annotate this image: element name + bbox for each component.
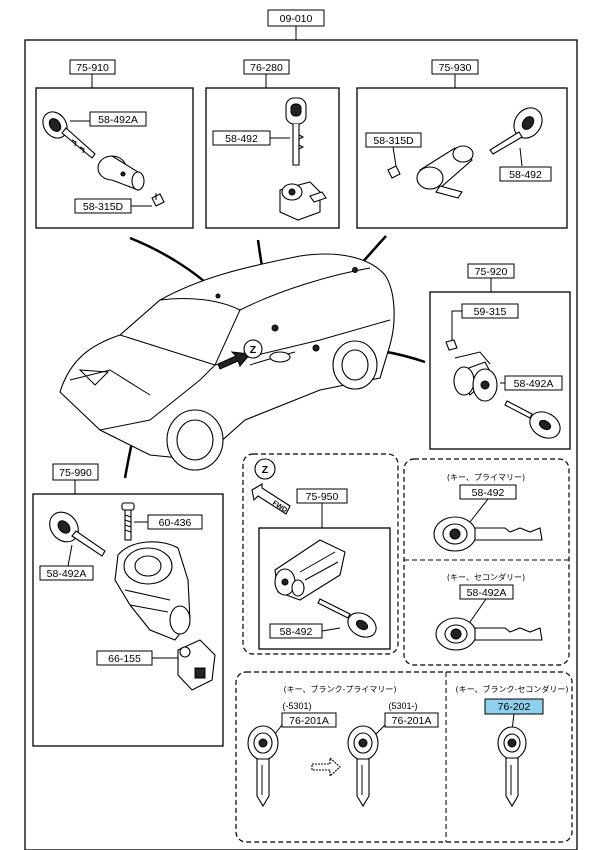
- label-text: 75-990: [59, 467, 92, 479]
- fuel-lock-icon: [279, 181, 327, 221]
- door-cylinder-icon: [453, 351, 498, 402]
- label-58-492[interactable]: 58-492: [269, 623, 323, 639]
- group-glove-box: Z FWD 75-950 58-492: [242, 453, 399, 655]
- label-76-201A-before[interactable]: 76-201A: [281, 712, 337, 728]
- label-75-990[interactable]: 75-990: [52, 463, 99, 481]
- label-76-202[interactable]: 76-202: [484, 698, 544, 715]
- label-text: 59-315: [474, 306, 507, 318]
- steering-lock-body-icon: [114, 541, 191, 641]
- group-door-lock: 75-920 59-315 58-492A: [429, 263, 571, 450]
- label-text: 58-492: [280, 626, 313, 638]
- after-note: (5301-): [388, 701, 417, 711]
- key-icon: [489, 107, 543, 155]
- fwd-text: FWD: [271, 500, 288, 515]
- label-76-280[interactable]: 76-280: [243, 59, 290, 75]
- label-76-201A-after[interactable]: 76-201A: [384, 712, 439, 728]
- label-text: 75-920: [475, 266, 508, 278]
- label-text: 58-492: [225, 133, 258, 145]
- label-text: 60-436: [159, 517, 192, 529]
- label-58-492A[interactable]: 58-492A: [459, 584, 514, 600]
- key-icon: [49, 511, 106, 557]
- label-text: 66-155: [108, 653, 141, 665]
- fwd-arrow-icon: FWD: [251, 483, 291, 515]
- label-text: 76-280: [250, 62, 283, 74]
- main-part-number: 09-010: [280, 13, 313, 25]
- group-trunk: 75-930 58-315D 58-492: [356, 59, 568, 229]
- blank-key-secondary-icon: [497, 726, 527, 808]
- group-blank-keys: (キー、ブランク-プライマリー) (-5301) (5301-) 76-201A…: [235, 671, 573, 843]
- label-text: 75-910: [76, 62, 109, 74]
- label-60-436[interactable]: 60-436: [147, 514, 203, 530]
- blank-secondary-caption: (キー、ブランク-セコンダリー): [455, 684, 568, 694]
- label-text: 58-492A: [98, 114, 138, 126]
- label-text: 58-492A: [514, 378, 554, 390]
- car-z-marker: Z: [243, 339, 263, 359]
- label-75-910[interactable]: 75-910: [69, 59, 116, 75]
- label-58-492[interactable]: 58-492: [459, 484, 517, 500]
- secondary-key-caption: (キー、セコンダリー): [447, 572, 525, 582]
- blank-key-after-icon: [347, 725, 379, 808]
- secondary-key-icon: [435, 617, 543, 651]
- label-58-492A[interactable]: 58-492A: [89, 111, 147, 127]
- main-part-label[interactable]: 09-010: [267, 9, 325, 27]
- key-icon: [42, 111, 96, 159]
- retainer-clip-icon: [387, 165, 401, 179]
- bolt-icon: [121, 502, 135, 541]
- group-keys: (キー、プライマリー) 58-492 (キー、セコンダリー) 58-492A: [403, 458, 570, 666]
- z-mark-text: Z: [262, 464, 269, 476]
- label-text: 58-492A: [47, 568, 87, 580]
- car-illustration: [59, 253, 395, 471]
- label-text: 76-202: [498, 701, 531, 713]
- glove-box-lock-icon: [274, 539, 346, 601]
- label-text: 58-315D: [373, 135, 414, 147]
- trunk-cylinder-icon: [416, 145, 474, 199]
- label-58-492A[interactable]: 58-492A: [39, 565, 94, 581]
- before-note: (-5301): [282, 701, 311, 711]
- group-ignition-door: 75-910 58-492A 58-315D: [35, 59, 194, 229]
- label-text: 76-201A: [392, 715, 432, 727]
- label-75-950[interactable]: 75-950: [296, 488, 348, 504]
- label-75-920[interactable]: 75-920: [467, 263, 515, 279]
- label-58-492[interactable]: 58-492: [212, 130, 271, 146]
- label-75-930[interactable]: 75-930: [431, 59, 479, 75]
- label-58-315D[interactable]: 58-315D: [74, 198, 132, 214]
- label-59-315[interactable]: 59-315: [461, 303, 519, 319]
- key-icon: [317, 598, 377, 638]
- retainer-clip-icon: [151, 193, 165, 207]
- label-text: 58-492: [472, 487, 505, 499]
- z-marker: Z: [254, 458, 276, 480]
- label-58-315D[interactable]: 58-315D: [365, 132, 422, 148]
- blank-primary-caption: (キー、ブランク-プライマリー): [283, 684, 396, 694]
- group-steering-lock: 75-990 58-492A 60-436: [32, 463, 224, 747]
- key-icon: [504, 400, 561, 439]
- label-text: 75-930: [439, 62, 472, 74]
- label-text: 75-950: [306, 491, 339, 503]
- z-mark-text: Z: [250, 344, 257, 356]
- label-text: 58-315D: [83, 201, 124, 213]
- label-66-155[interactable]: 66-155: [96, 650, 153, 666]
- key-icon: [285, 97, 307, 166]
- label-text: 76-201A: [289, 715, 329, 727]
- primary-key-caption: (キー、プライマリー): [447, 473, 525, 482]
- group-fuel-lid: 76-280 58-492: [205, 59, 340, 229]
- ignition-switch-icon: [177, 639, 216, 691]
- outer-frame: [24, 26, 578, 850]
- arrow-icon: [311, 756, 341, 778]
- label-text: 58-492: [509, 169, 542, 181]
- label-text: 58-492A: [467, 587, 507, 599]
- label-58-492[interactable]: 58-492: [499, 166, 552, 182]
- primary-key-icon: [433, 516, 543, 552]
- blank-key-before-icon: [247, 725, 279, 808]
- label-58-492A[interactable]: 58-492A: [504, 375, 563, 391]
- retainer-clip-icon: [445, 339, 458, 351]
- lock-cylinder-icon: [97, 155, 145, 191]
